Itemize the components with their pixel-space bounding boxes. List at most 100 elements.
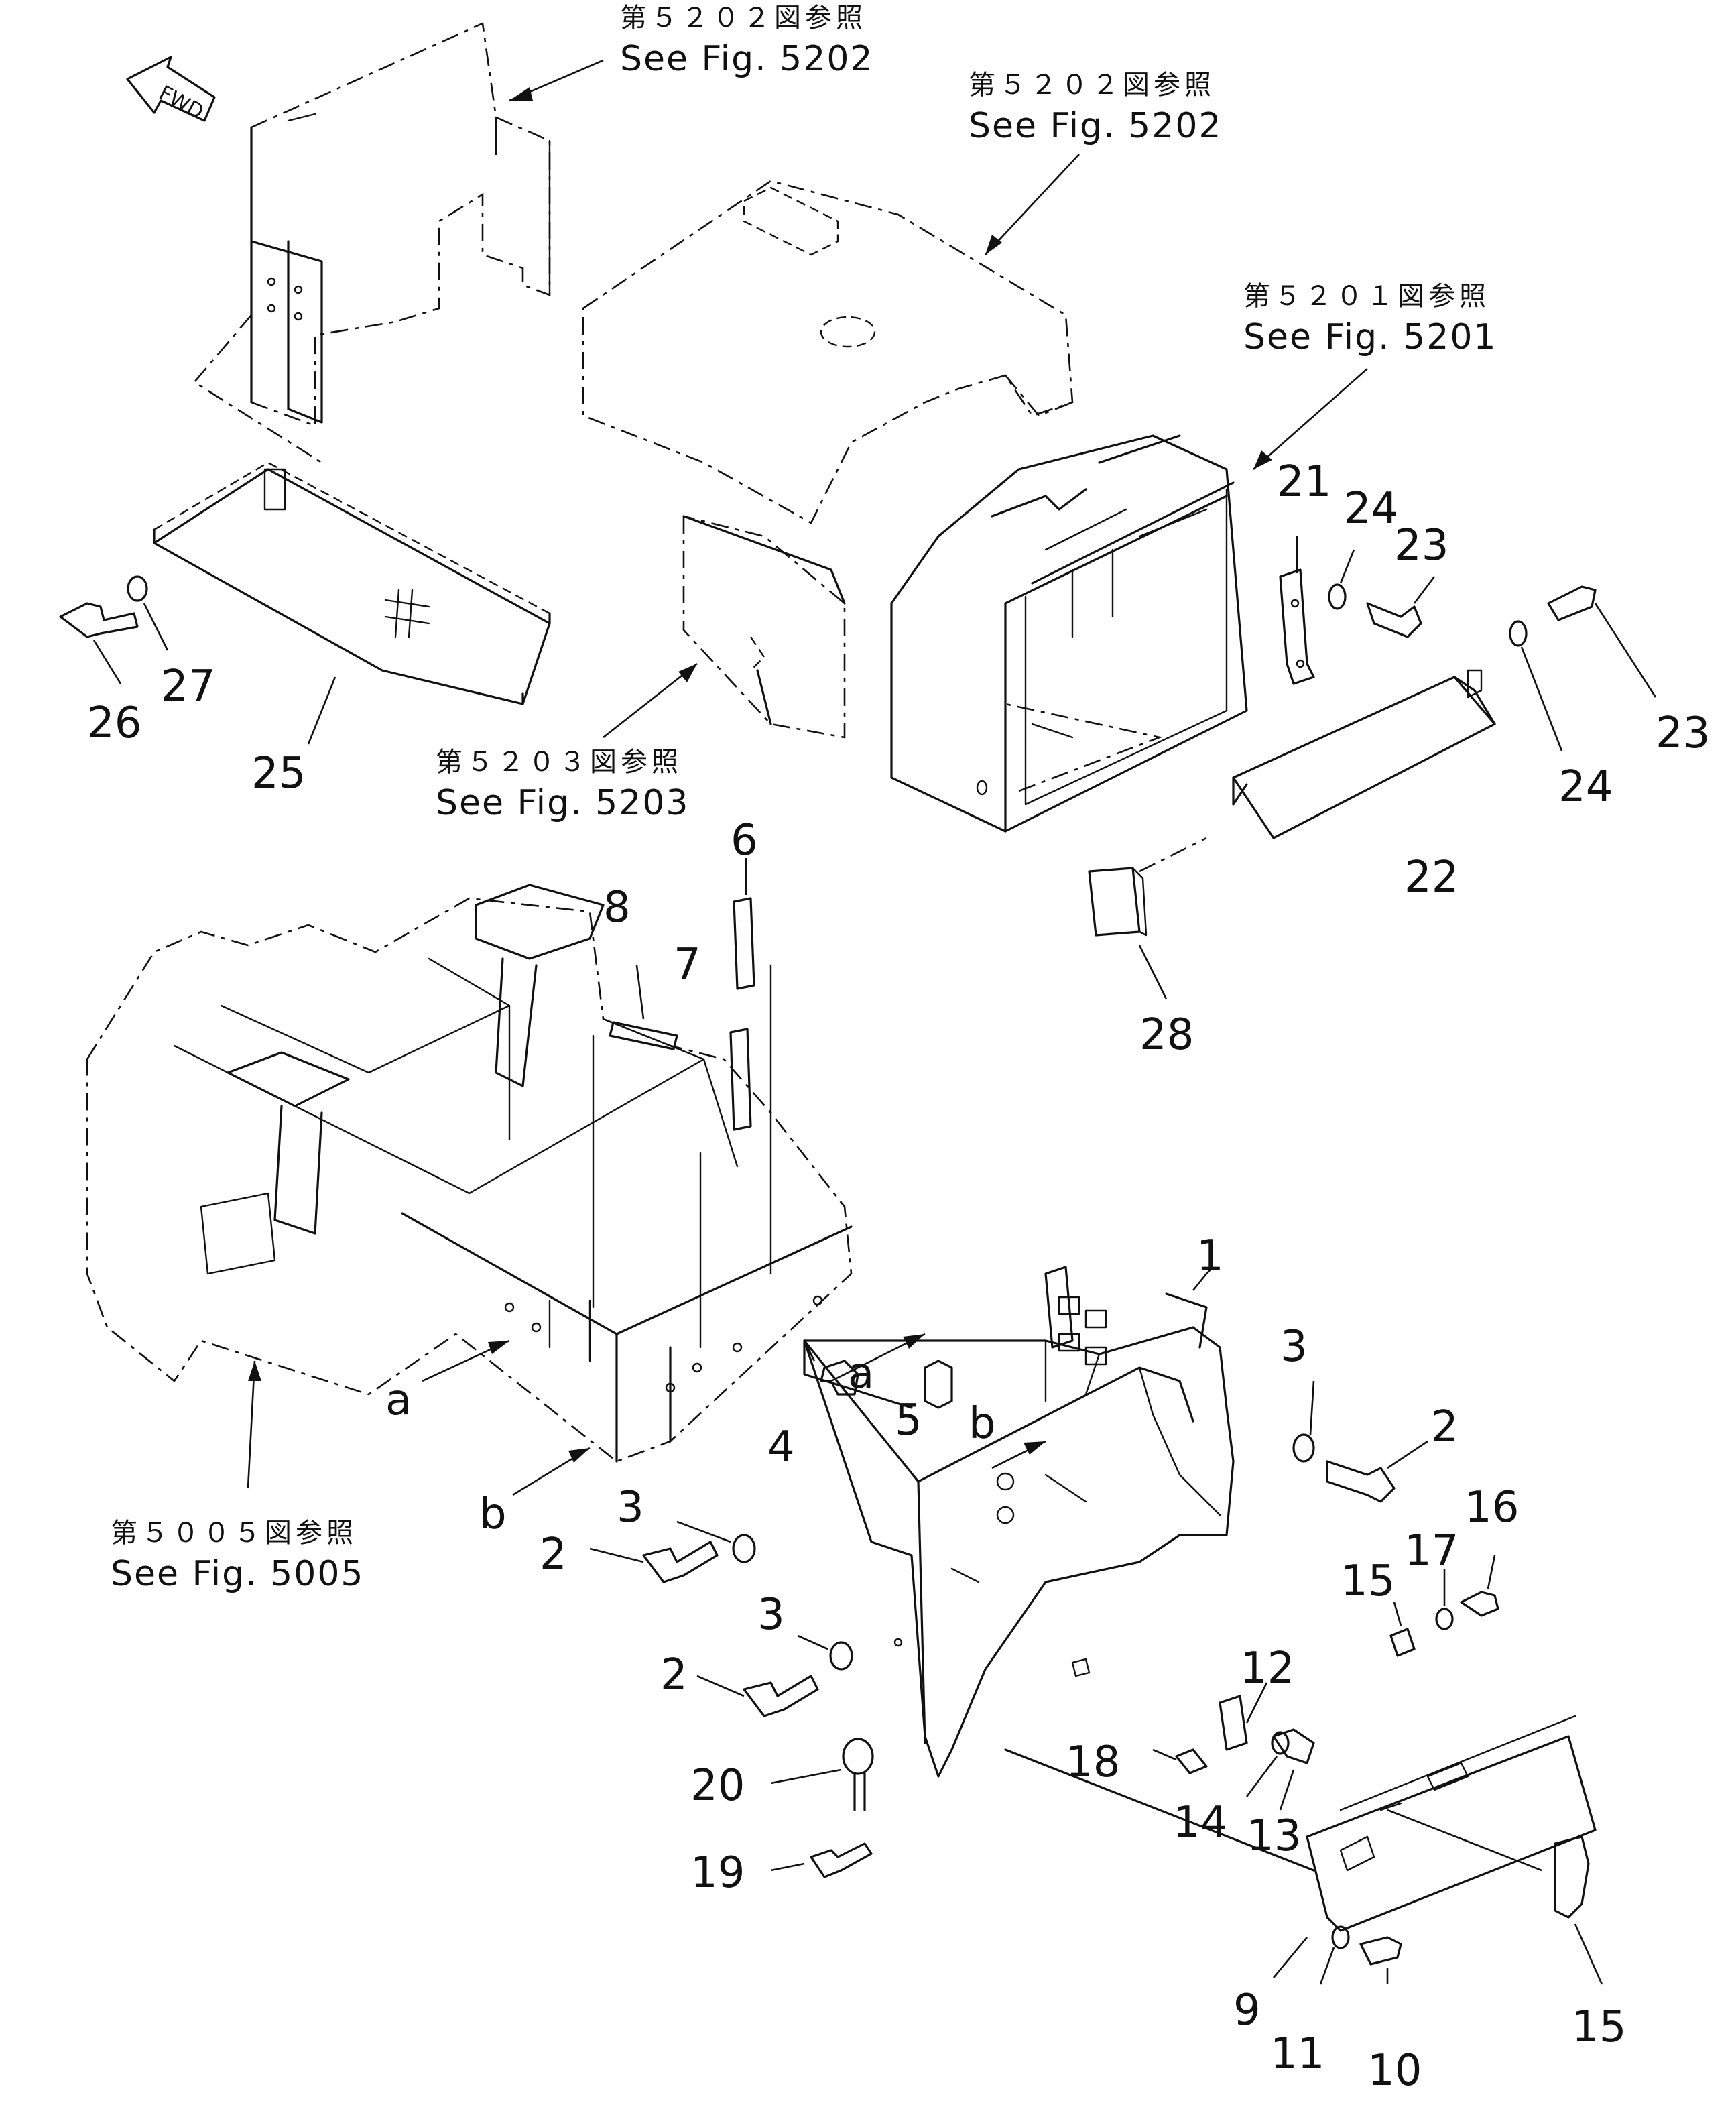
callout-21: 21 xyxy=(1277,457,1331,507)
pad-part-7 xyxy=(729,1028,752,1131)
plate-part-12 xyxy=(1219,1682,1268,1751)
callout-b-left: b xyxy=(479,1490,507,1539)
callout-4: 4 xyxy=(767,1423,795,1472)
pad-part-28 xyxy=(1088,867,1168,1000)
fwd-arrow-icon: FWD xyxy=(126,56,216,124)
hood-cover xyxy=(582,180,1074,524)
callout-12: 12 xyxy=(1240,1644,1294,1693)
clip-part-15-b xyxy=(1554,1835,1603,1985)
plate-part-18 xyxy=(1152,1748,1208,1774)
callout-b-right: b xyxy=(969,1399,996,1449)
callout-1: 1 xyxy=(1196,1231,1224,1281)
ref-jp-text: 第５２０３図参照 xyxy=(436,747,682,778)
callout-26: 26 xyxy=(87,699,141,748)
upper-left-cover xyxy=(193,22,551,464)
ref-en-text: See Fig. 5202 xyxy=(620,39,874,79)
callout-9: 9 xyxy=(1233,1986,1261,2035)
callout-a-left: a xyxy=(385,1376,412,1425)
callout-a-right: a xyxy=(848,1349,874,1398)
floor-mat-part-25 xyxy=(153,461,551,705)
callout-19: 19 xyxy=(690,1848,745,1898)
clip-part-15-a xyxy=(1389,1602,1416,1657)
callout-11: 11 xyxy=(1270,2029,1324,2079)
main-chassis xyxy=(86,884,853,1463)
clip-part-4 xyxy=(803,1340,859,1396)
callout-5: 5 xyxy=(895,1396,922,1445)
front-frame-part-1 xyxy=(803,1266,1315,1872)
washer-part-17 xyxy=(1435,1569,1454,1630)
bolt-part-2-left-b xyxy=(696,1675,819,1717)
pin-part-19 xyxy=(770,1842,873,1878)
washer-part-27 xyxy=(127,575,169,651)
callout-3-right: 3 xyxy=(1280,1322,1308,1372)
callout-labels: 1 2 2 2 3 3 3 4 5 6 7 8 9 10 11 12 13 14… xyxy=(87,457,1710,2096)
washer-part-24-b xyxy=(1509,620,1563,751)
callout-27: 27 xyxy=(161,662,215,711)
callout-24-a: 24 xyxy=(1344,484,1398,534)
cover-part-22 xyxy=(1232,669,1496,839)
ref-jp-text: 第５００５図参照 xyxy=(111,1518,357,1549)
callout-16: 16 xyxy=(1465,1483,1519,1532)
callout-3-left-a: 3 xyxy=(617,1483,644,1532)
callout-25: 25 xyxy=(251,749,306,798)
callout-15-b: 15 xyxy=(1572,2002,1626,2052)
ref-en-text: See Fig. 5005 xyxy=(111,1554,365,1594)
bolt-part-2-right xyxy=(1326,1440,1428,1503)
callout-15-a: 15 xyxy=(1341,1557,1395,1606)
ref-label-bottom-left: 第５００５図参照 See Fig. 5005 xyxy=(111,1518,365,1594)
ring-pin-part-20 xyxy=(770,1738,874,1811)
bolt-part-23-a xyxy=(1366,576,1436,638)
bolt-part-16 xyxy=(1460,1555,1499,1617)
bolt-part-26 xyxy=(59,602,139,684)
bracket-part-21 xyxy=(1279,536,1315,685)
callout-20: 20 xyxy=(690,1761,745,1811)
bolt-part-10 xyxy=(1359,1936,1402,1984)
callout-24-b: 24 xyxy=(1558,762,1613,812)
cover-part-9 xyxy=(1306,1715,1597,1932)
washer-part-3-right xyxy=(1292,1380,1315,1463)
bolt-part-23-b xyxy=(1547,585,1657,698)
leader-25 xyxy=(307,676,336,745)
callout-23-a: 23 xyxy=(1394,521,1448,570)
ref-jp-text: 第５２０１図参照 xyxy=(1243,281,1490,312)
ref-en-text: See Fig. 5203 xyxy=(436,783,690,823)
callout-2-left-b: 2 xyxy=(660,1650,688,1700)
ref-label-right: 第５２０１図参照 See Fig. 5201 xyxy=(1243,281,1497,357)
callout-2-left-a: 2 xyxy=(540,1530,567,1579)
callout-3-left-b: 3 xyxy=(757,1590,785,1640)
washer-part-3-left-b xyxy=(797,1634,853,1671)
callout-2-right: 2 xyxy=(1431,1402,1459,1452)
callout-14: 14 xyxy=(1173,1798,1227,1848)
callout-17: 17 xyxy=(1404,1526,1459,1576)
ref-label-top-center: 第５２０２図参照 See Fig. 5202 xyxy=(969,70,1223,146)
clip-part-5 xyxy=(924,1360,953,1409)
callout-23-b: 23 xyxy=(1656,709,1710,758)
leader-9 xyxy=(1273,1937,1308,1978)
ref-label-top-left: 第５２０２図参照 See Fig. 5202 xyxy=(620,3,874,79)
side-panel xyxy=(682,515,846,739)
ref-en-text: See Fig. 5201 xyxy=(1243,317,1497,357)
callout-28: 28 xyxy=(1139,1010,1194,1060)
bolt-part-2-left-a xyxy=(589,1541,719,1583)
pad-part-8 xyxy=(609,965,678,1050)
callout-22: 22 xyxy=(1404,853,1459,902)
callout-13: 13 xyxy=(1247,1811,1301,1861)
rear-frame xyxy=(890,434,1248,873)
ref-label-middle: 第５２０３図参照 See Fig. 5203 xyxy=(436,747,690,823)
ref-jp-text: 第５２０２図参照 xyxy=(620,3,867,34)
callout-6: 6 xyxy=(731,816,758,865)
callout-7: 7 xyxy=(674,940,701,989)
washer-part-3-left-a xyxy=(676,1520,756,1563)
side-plate xyxy=(803,1339,913,1647)
callout-10: 10 xyxy=(1367,2046,1422,2096)
callout-8: 8 xyxy=(603,883,631,932)
washer-part-11 xyxy=(1319,1925,1350,1985)
pad-part-6 xyxy=(733,858,755,990)
ref-arrows xyxy=(247,59,1368,1496)
bolt-part-13 xyxy=(1272,1728,1315,1811)
callout-18: 18 xyxy=(1066,1738,1120,1787)
washer-part-14 xyxy=(1245,1731,1290,1797)
ref-en-text: See Fig. 5202 xyxy=(969,106,1223,146)
